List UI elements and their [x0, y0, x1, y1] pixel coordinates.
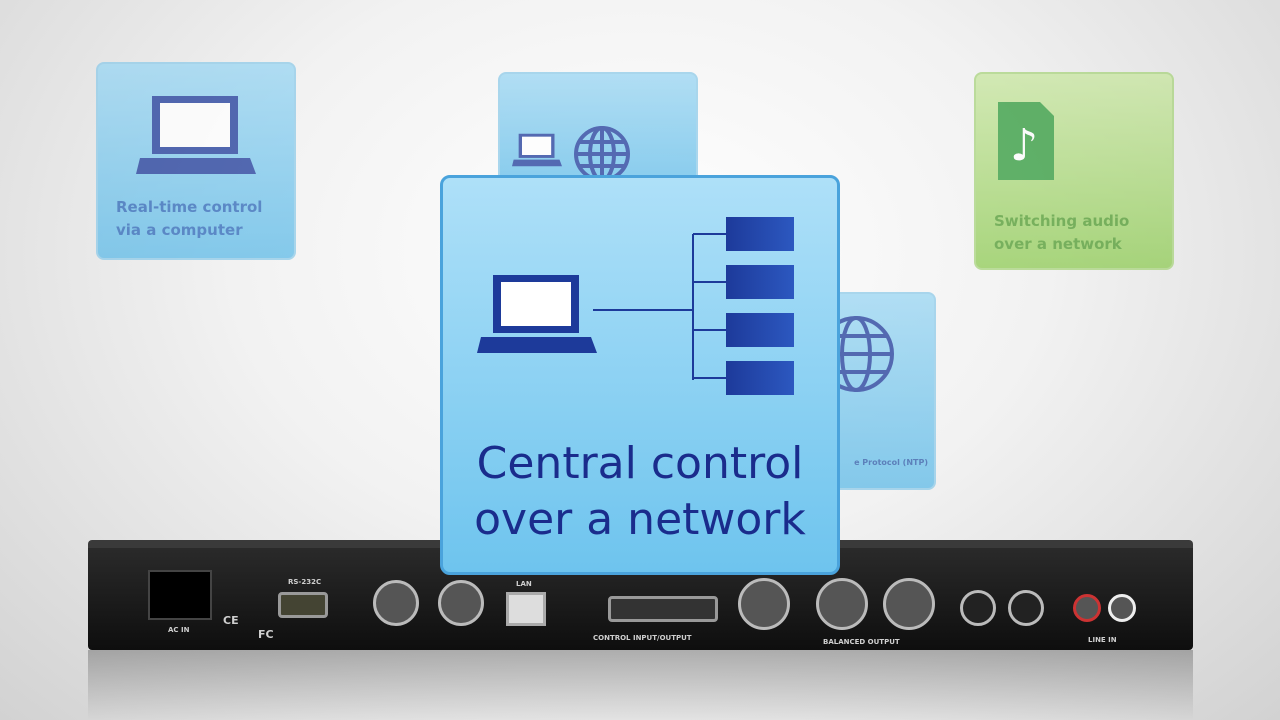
network-device-icon	[726, 361, 794, 395]
control-label: CONTROL INPUT/OUTPUT	[593, 634, 692, 642]
music-file-icon: ♪	[998, 102, 1054, 180]
network-device-icon	[726, 265, 794, 299]
tile-internet	[498, 72, 698, 192]
control-port	[608, 596, 718, 622]
trs-port	[1008, 590, 1044, 626]
globe-icon	[836, 316, 894, 392]
laptop-icon	[477, 275, 597, 353]
rs232c-label: RS-232C	[288, 578, 322, 586]
lan-label: LAN	[516, 580, 532, 588]
trs-port	[960, 590, 996, 626]
tile-caption: e Protocol (NTP)	[854, 458, 928, 467]
rca-port	[1108, 594, 1136, 622]
laptop-icon	[512, 133, 562, 167]
line-in-label: LINE IN	[1088, 636, 1117, 644]
ce-mark: CE	[223, 614, 239, 627]
svg-text:♪: ♪	[1010, 120, 1038, 171]
xlr-port	[883, 578, 935, 630]
xlr-port	[738, 578, 790, 630]
lan-port	[506, 592, 546, 626]
fc-mark: FC	[258, 628, 274, 641]
midi-port	[373, 580, 419, 626]
rca-port	[1073, 594, 1101, 622]
network-device-icon	[726, 313, 794, 347]
network-lines	[593, 233, 726, 380]
device-reflection	[88, 650, 1193, 720]
ac-in-label: AC IN	[168, 626, 190, 634]
laptop-icon	[136, 96, 256, 174]
xlr-port	[816, 578, 868, 630]
rs232c-port	[278, 592, 328, 618]
midi-port	[438, 580, 484, 626]
network-device-icon	[726, 217, 794, 251]
balanced-label: BALANCED OUTPUT	[823, 638, 900, 646]
ac-inlet	[148, 570, 212, 620]
